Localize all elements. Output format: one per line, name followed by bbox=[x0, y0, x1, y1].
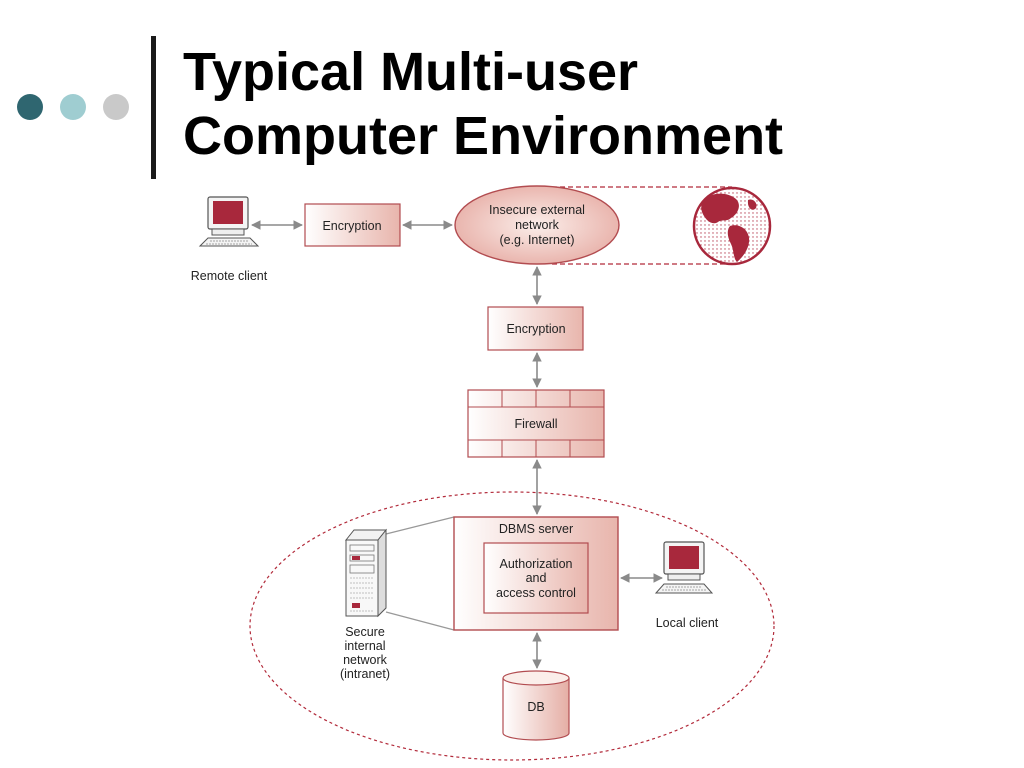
intranet-line-4: (intranet) bbox=[340, 667, 390, 681]
server-link-bottom bbox=[385, 611, 455, 631]
external-network-line-2: network bbox=[515, 218, 560, 232]
external-network-line-3: (e.g. Internet) bbox=[499, 233, 574, 247]
firewall-block bbox=[467, 389, 605, 458]
slide-title-line-1: Typical Multi-user bbox=[183, 42, 639, 102]
slide-title-line-2: Computer Environment bbox=[183, 106, 784, 166]
encryption-mid-label: Encryption bbox=[506, 322, 565, 336]
auth-line-3: access control bbox=[496, 586, 576, 600]
server-rack-icon bbox=[344, 528, 388, 618]
slide-title: Typical Multi-user Computer Environment bbox=[183, 40, 783, 168]
auth-box bbox=[483, 542, 589, 614]
bullet-dot-1 bbox=[17, 94, 43, 120]
bullet-dot-3 bbox=[103, 94, 129, 120]
local-client-computer-icon bbox=[654, 541, 714, 594]
encryption-box-mid bbox=[487, 306, 584, 351]
remote-client-label: Remote client bbox=[191, 269, 268, 283]
encryption-box-top bbox=[304, 203, 401, 247]
globe-icon bbox=[692, 186, 772, 266]
dbms-server-label: DBMS server bbox=[499, 522, 573, 536]
remote-client-computer-icon bbox=[198, 196, 260, 247]
auth-line-2: and bbox=[526, 571, 547, 585]
title-divider bbox=[151, 36, 156, 179]
database-cylinder bbox=[502, 670, 570, 741]
external-network-ellipse bbox=[454, 185, 620, 265]
local-client-label: Local client bbox=[656, 616, 719, 630]
auth-line-1: Authorization bbox=[500, 557, 573, 571]
intranet-line-2: internal bbox=[345, 639, 386, 653]
bullet-dot-2 bbox=[60, 94, 86, 120]
db-label: DB bbox=[527, 700, 544, 714]
encryption-top-label: Encryption bbox=[322, 219, 381, 233]
intranet-line-1: Secure bbox=[345, 625, 385, 639]
intranet-line-3: network bbox=[343, 653, 388, 667]
firewall-label: Firewall bbox=[514, 417, 557, 431]
server-link-top bbox=[385, 516, 455, 535]
external-network-line-1: Insecure external bbox=[489, 203, 585, 217]
intranet-boundary bbox=[249, 491, 775, 761]
